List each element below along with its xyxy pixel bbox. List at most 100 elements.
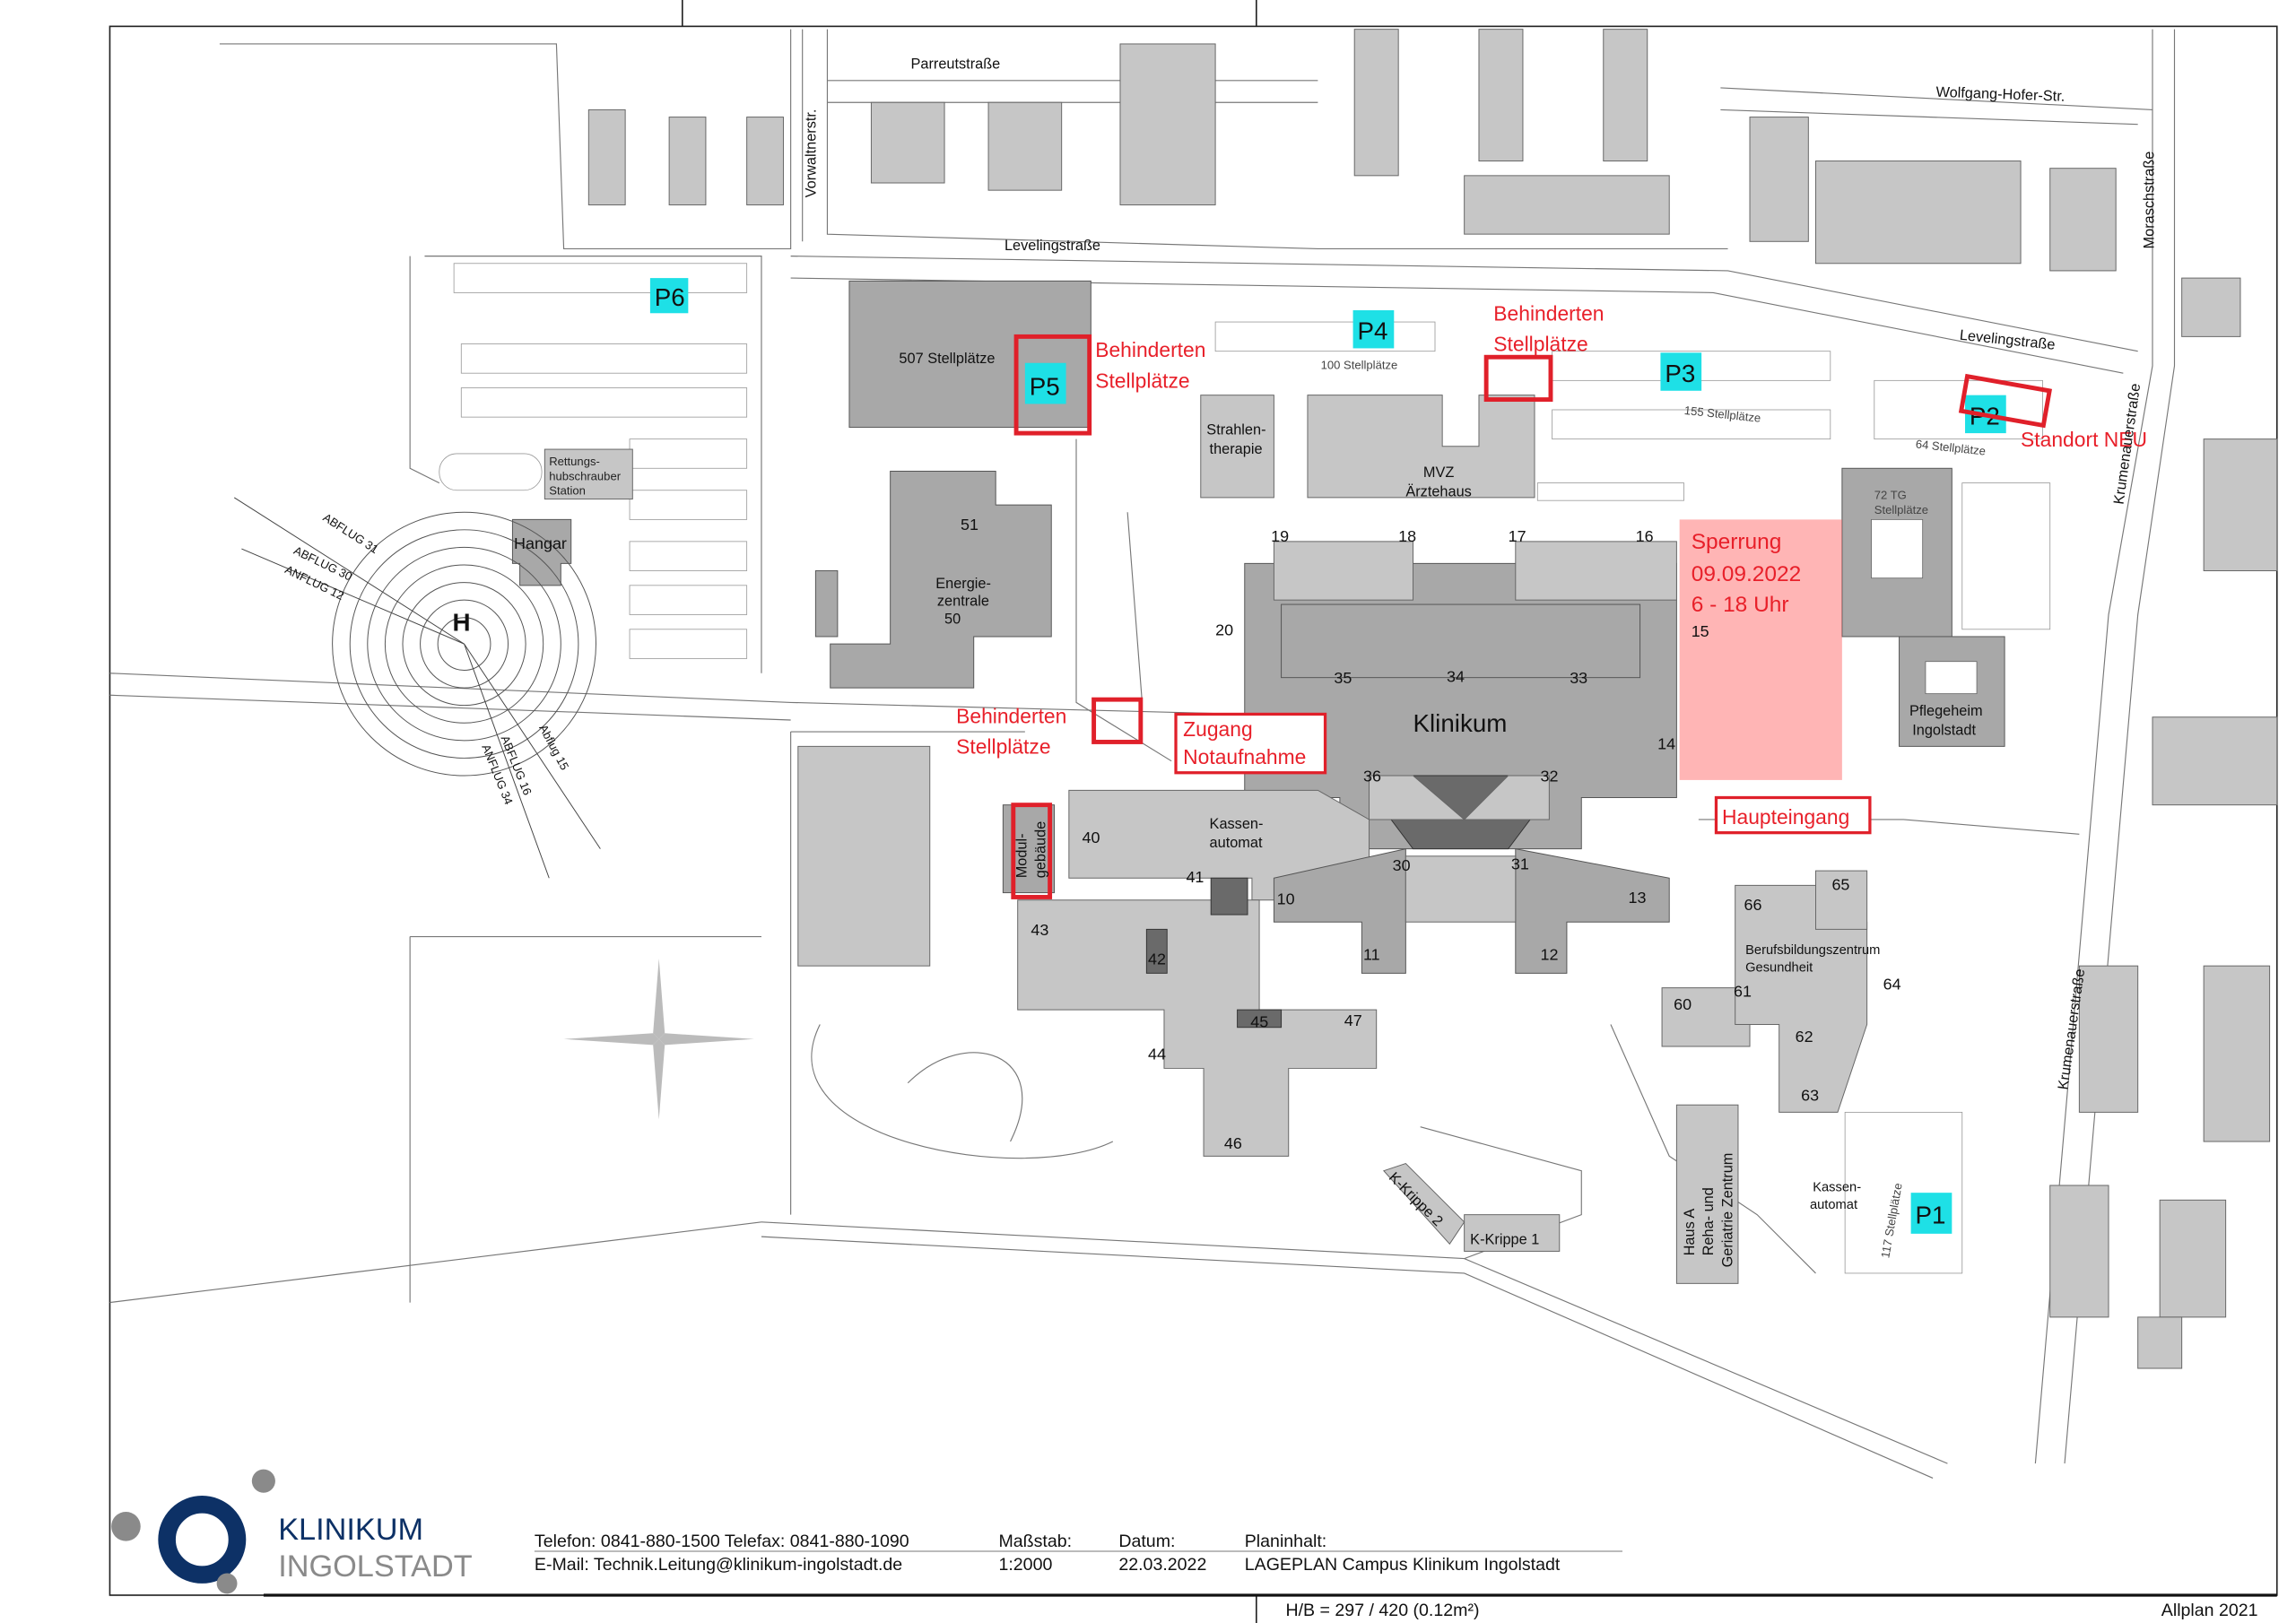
- parking-labels: P6 P5 P4 P3 P2 P1 507 Stellplätze 100 St…: [649, 278, 2006, 1259]
- p3-capacity: 155 Stellplätze: [1683, 404, 1761, 425]
- building-number: 16: [1636, 527, 1654, 545]
- p4-capacity: 100 Stellplätze: [1321, 358, 1398, 371]
- map-label: automat: [1810, 1198, 1857, 1212]
- building-number: 34: [1447, 668, 1465, 686]
- building-number: 13: [1629, 889, 1647, 907]
- building-number: 30: [1393, 856, 1411, 874]
- disabled-parking-label: Stellplätze: [1493, 333, 1587, 356]
- building-number: 63: [1801, 1086, 1819, 1104]
- klinikum-logo: KLINIKUM INGOLSTADT: [111, 1469, 473, 1594]
- building-number: 61: [1734, 982, 1752, 1000]
- parking-p6: P6: [655, 283, 685, 311]
- map-label: Kassen-: [1813, 1181, 1861, 1195]
- compass-rose-icon: [563, 959, 754, 1120]
- plan-frame: [109, 0, 2278, 1623]
- map-label: 50: [944, 611, 961, 627]
- disabled-parking-label: Behinderten: [956, 704, 1066, 727]
- parking-p4: P4: [1357, 317, 1387, 345]
- map-label: Rettungs-: [549, 455, 600, 468]
- closure-label: Sperrung: [1692, 530, 1782, 554]
- building-number: 46: [1224, 1134, 1242, 1152]
- map-label: K-Krippe 1: [1470, 1231, 1539, 1247]
- building-number: 43: [1031, 921, 1048, 939]
- plan-date: 22.03.2022: [1118, 1555, 1206, 1575]
- parking-p3: P3: [1665, 360, 1695, 387]
- building-number: 45: [1250, 1013, 1268, 1031]
- helipad-label: H: [452, 608, 470, 636]
- roads: [109, 29, 2176, 1479]
- p2-capacity: 64 Stellplätze: [1915, 437, 1986, 457]
- map-label: Datum:: [1118, 1532, 1175, 1551]
- p5-capacity: 507 Stellplätze: [899, 351, 995, 367]
- map-label: Energie-: [935, 576, 991, 592]
- map-label: Haus A: [1682, 1209, 1698, 1256]
- helipad: [233, 497, 601, 879]
- mvz: [1307, 395, 1535, 499]
- building-number: 11: [1363, 946, 1380, 964]
- map-label: Levelingstraße: [1959, 327, 2056, 353]
- map-label: Levelingstraße: [1004, 238, 1100, 254]
- wing-south: [1017, 899, 1378, 1157]
- klinikum-label: Klinikum: [1413, 709, 1508, 737]
- building-number: 47: [1344, 1011, 1362, 1029]
- campus-buildings: [511, 280, 2005, 1284]
- emergency-access-box: [1174, 712, 1327, 775]
- haus-a: [1675, 1104, 1739, 1284]
- closure-area: [1679, 519, 1842, 780]
- map-label: Station: [549, 484, 586, 498]
- highlights: [1011, 334, 2052, 899]
- map-label: Modul-: [1013, 833, 1030, 878]
- building-number: 62: [1796, 1028, 1813, 1046]
- building-number: 19: [1271, 527, 1289, 545]
- disabled-parking-label: Behinderten: [1493, 301, 1604, 325]
- building-number: 64: [1883, 975, 1901, 993]
- building-number: 41: [1186, 868, 1204, 886]
- building-number: 20: [1215, 621, 1233, 638]
- building-number: 10: [1277, 890, 1295, 908]
- energiezentrale: [830, 471, 1052, 689]
- disabled-parking-label: Stellplätze: [956, 735, 1050, 759]
- building-number: 33: [1570, 669, 1587, 687]
- map-label: Geriatrie Zentrum: [1719, 1153, 1735, 1268]
- new-location-label: Standort NEU: [2021, 428, 2147, 451]
- map-label: Abflug 15: [536, 723, 571, 773]
- building-number: 60: [1674, 995, 1692, 1013]
- main-entrance-label: Haupteingang: [1722, 805, 1849, 829]
- map-label: Berufsbildungszentrum: [1745, 943, 1880, 958]
- map-label: hubschrauber: [549, 469, 621, 482]
- map-label: Ingolstadt: [1912, 722, 1976, 738]
- map-label: Vorwaltnerstr.: [803, 109, 819, 198]
- building-number: 18: [1398, 527, 1416, 545]
- map-label: MVZ: [1423, 464, 1454, 481]
- map-label: Planinhalt:: [1245, 1532, 1326, 1551]
- annotations: Behinderten Stellplätze Behinderten Stel…: [956, 301, 2147, 828]
- parking-areas: [439, 263, 2051, 1274]
- tg-capacity-unit: Stellplätze: [1874, 503, 1928, 516]
- email: E-Mail: Technik.Leitung@klinikum-ingolst…: [535, 1555, 902, 1575]
- map-label: Pflegeheim: [1909, 703, 1983, 719]
- p1-capacity: 117 Stellplätze: [1878, 1182, 1904, 1259]
- strahlentherapie: [1200, 395, 1274, 499]
- building-number: 14: [1657, 735, 1675, 753]
- building-number: 42: [1148, 950, 1166, 968]
- emergency-access-label: Zugang: [1183, 717, 1252, 741]
- map-label: Kassen-: [1210, 816, 1264, 832]
- map-label: zentrale: [937, 594, 989, 610]
- building-labels: Strahlen- therapie MVZ Ärztehaus Kliniku…: [452, 422, 1982, 1268]
- map-label: ABFLUG 31: [321, 510, 381, 556]
- building-number: 12: [1541, 946, 1559, 964]
- building-number: 40: [1083, 829, 1100, 846]
- building-number: 32: [1541, 768, 1559, 785]
- hangar: [511, 518, 572, 586]
- map-label: 51: [961, 516, 978, 534]
- map-label: therapie: [1210, 441, 1263, 457]
- map-label: Gesundheit: [1745, 961, 1813, 976]
- map-label: gebäude: [1033, 821, 1049, 879]
- parking-p5: P5: [1030, 373, 1060, 401]
- phone-fax: Telefon: 0841-880-1500 Telefax: 0841-880…: [535, 1532, 909, 1551]
- krippe1: [1464, 1214, 1561, 1252]
- map-label: Parreutstraße: [911, 56, 1001, 73]
- building-number: 65: [1831, 875, 1849, 893]
- title-block: KLINIKUM INGOLSTADT Telefon: 0841-880-15…: [111, 1469, 2258, 1620]
